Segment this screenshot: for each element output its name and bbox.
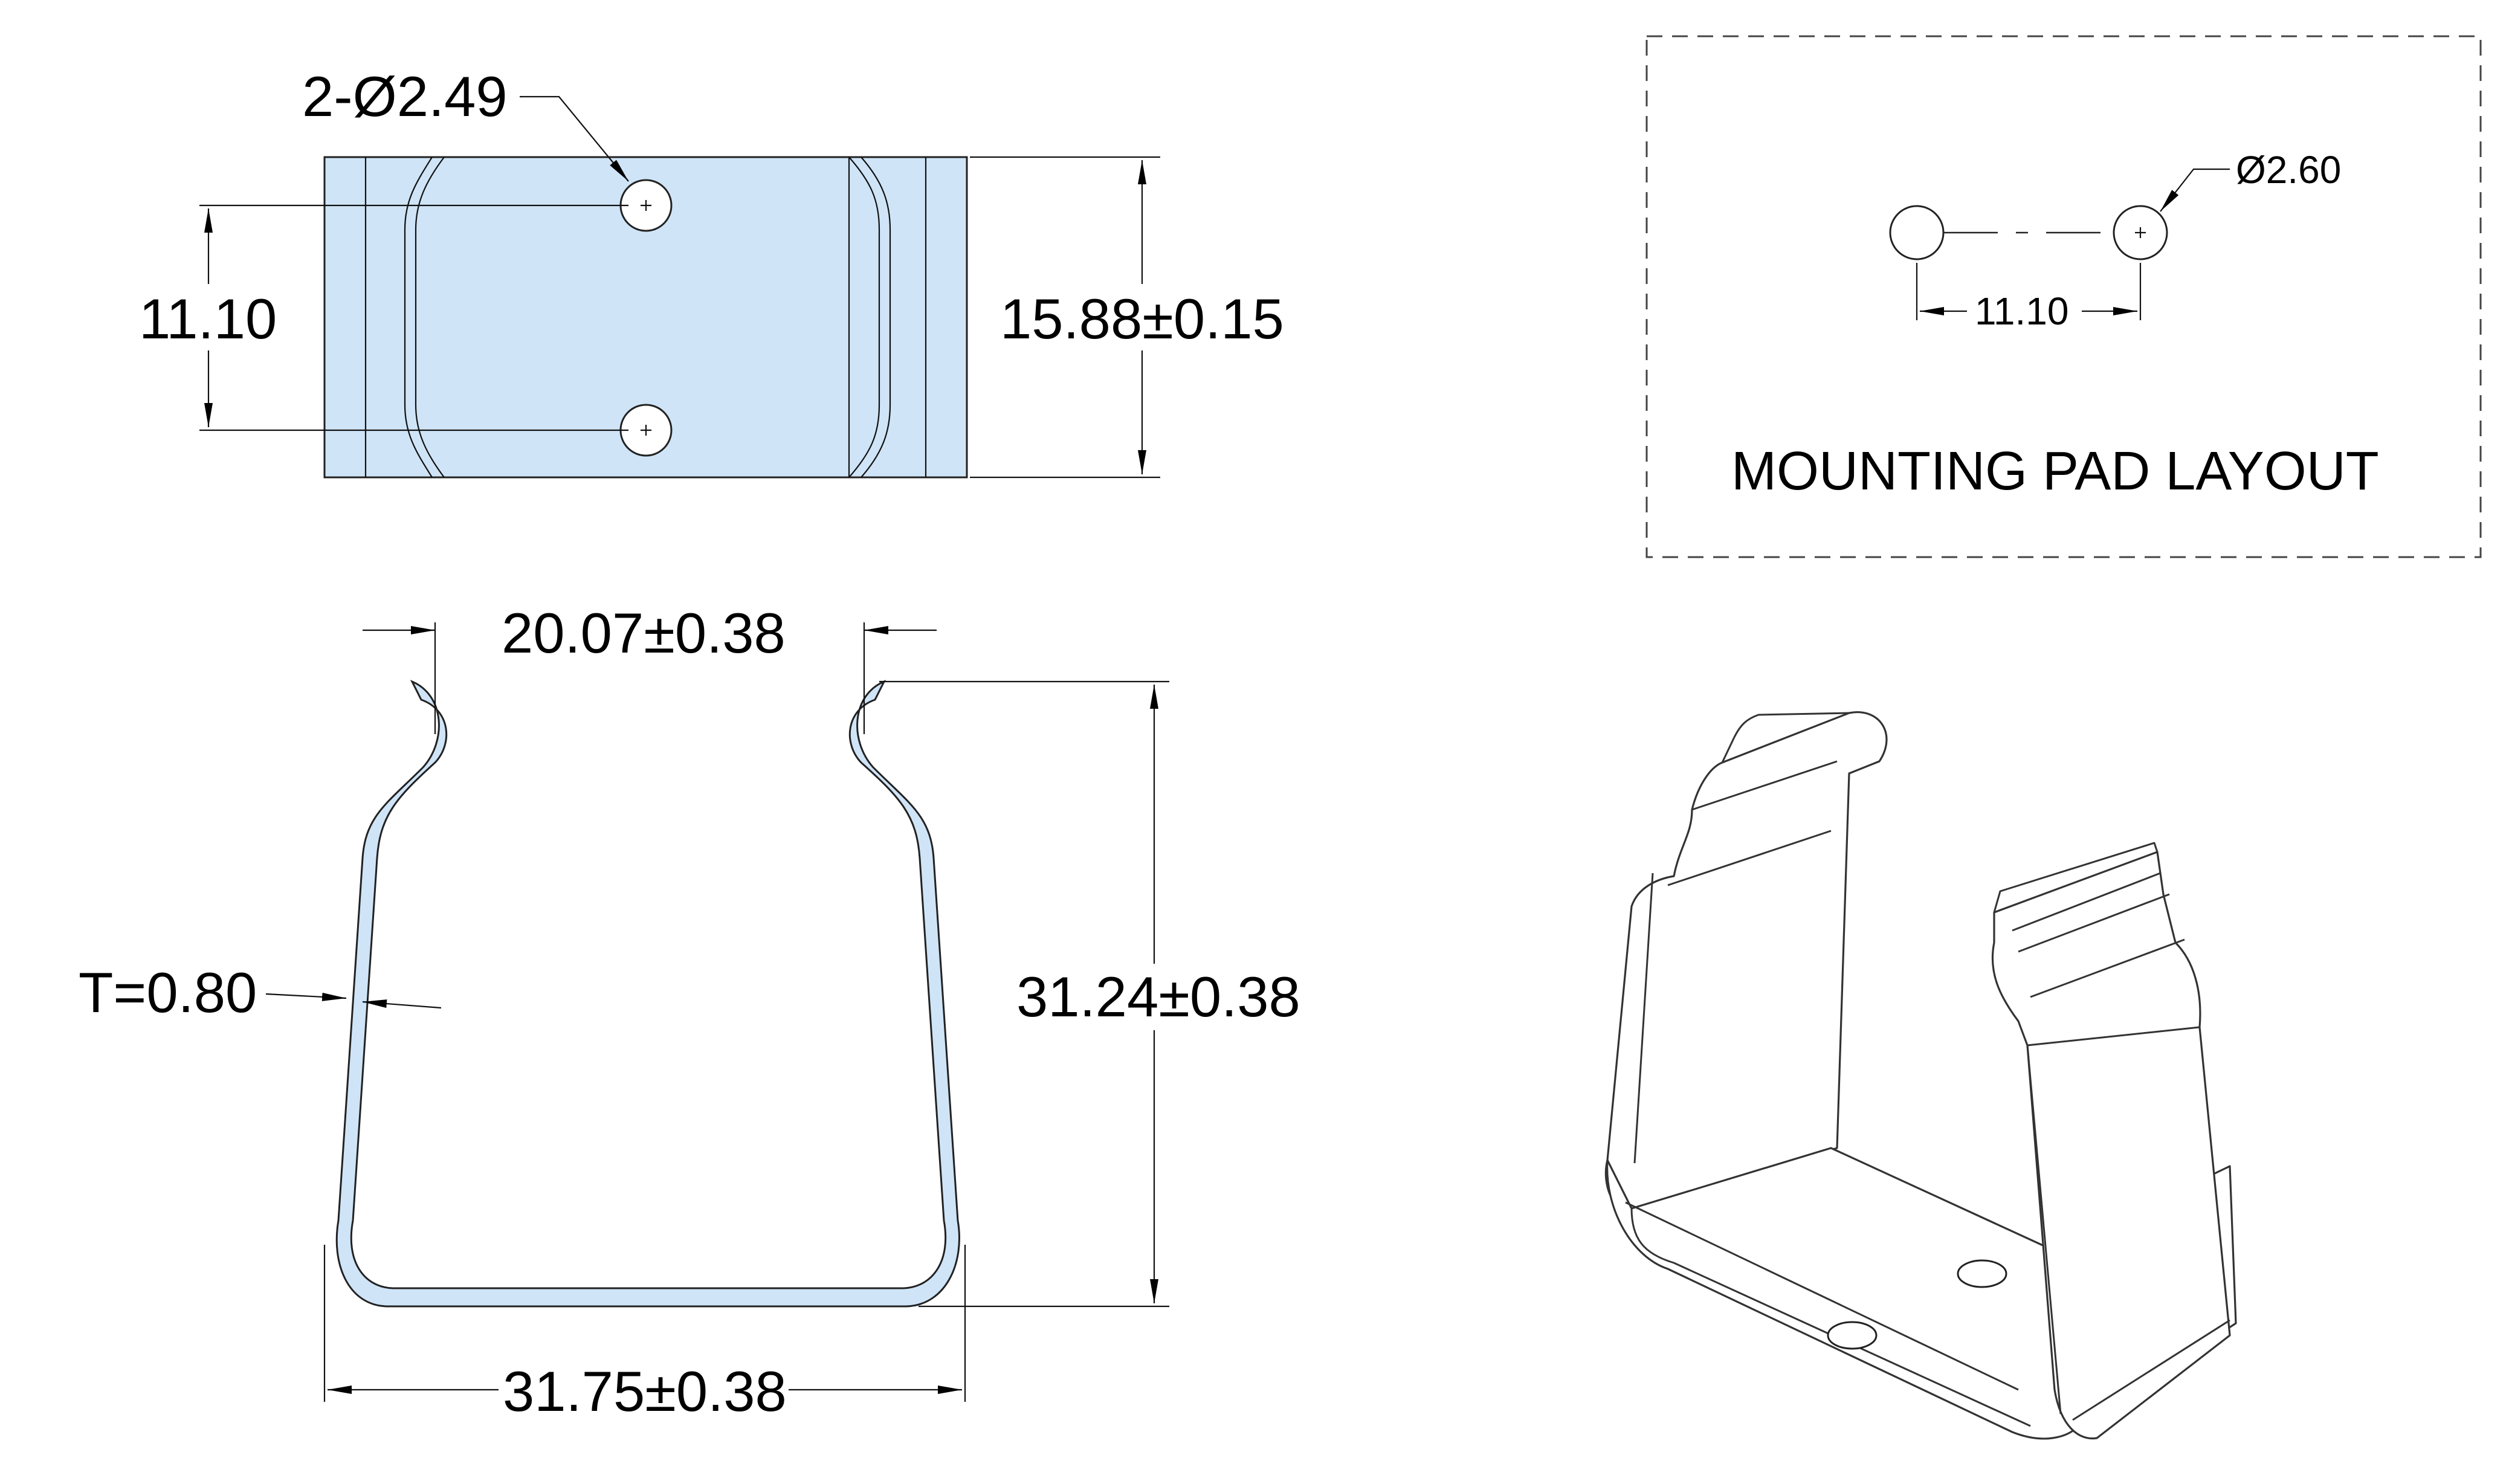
thickness-label: T=0.80 [79, 961, 257, 1024]
hole-spacing-label: 11.10 [139, 287, 277, 350]
height-dim-label: 31.24±0.38 [1016, 965, 1300, 1028]
pad-left [1889, 205, 1945, 260]
pad-dia-label: Ø2.60 [2236, 148, 2341, 192]
front-view: 20.07±0.38 31.24±0.38 T=0.80 31.75±0.38 [79, 601, 1305, 1423]
base-dim-label: 31.75±0.38 [503, 1360, 787, 1423]
pad-layout-frame [1645, 35, 2482, 558]
pad-layout-caption: MOUNTING PAD LAYOUT [1731, 441, 2379, 502]
clip-profile [335, 680, 960, 1308]
top-view: 2-Ø2.49 11.10 15.88±0.15 [133, 65, 1287, 479]
opening-dim-label: 20.07±0.38 [502, 601, 786, 665]
width-dim-label: 15.88±0.15 [1000, 287, 1284, 350]
hole-callout-label: 2-Ø2.49 [302, 65, 508, 128]
pad-spacing-label: 11.10 [1975, 289, 2068, 333]
pad-layout: Ø2.60 11.10 MOUNTING PAD LAYOUT [1645, 35, 2482, 558]
isometric-view [1604, 711, 2237, 1440]
